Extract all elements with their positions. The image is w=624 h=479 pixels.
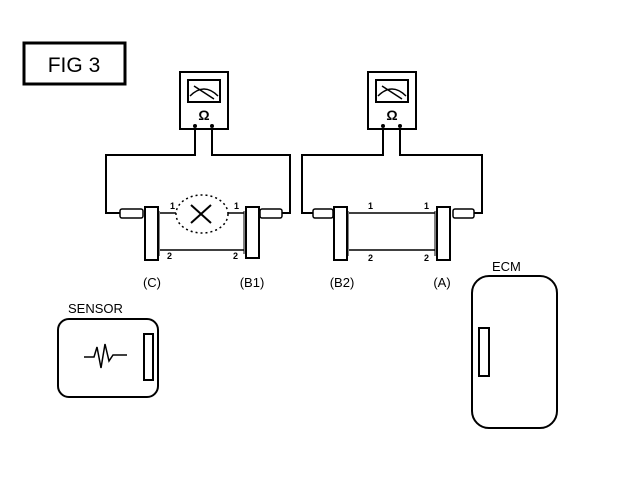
connector-c-label: (C) bbox=[143, 275, 161, 290]
sensor-unit: SENSOR bbox=[57, 301, 159, 398]
meter-terminal bbox=[398, 124, 402, 128]
meter-terminal bbox=[210, 124, 214, 128]
sensor-label: SENSOR bbox=[68, 301, 123, 316]
open-circuit-mark bbox=[175, 194, 229, 234]
connector-labels: (C) (B1) (B2) (A) bbox=[143, 275, 451, 290]
ecm-connector bbox=[478, 327, 490, 377]
ecm-label: ECM bbox=[492, 259, 521, 274]
pin-numbers: 1 1 2 2 1 1 2 2 bbox=[167, 201, 429, 263]
meter-terminal bbox=[193, 124, 197, 128]
connector-a-label: (A) bbox=[433, 275, 450, 290]
meter-needle bbox=[193, 85, 215, 100]
pin-number: 1 bbox=[170, 201, 175, 211]
pin-number: 2 bbox=[424, 253, 429, 263]
pin-number: 1 bbox=[424, 201, 429, 211]
pin-number: 1 bbox=[368, 201, 373, 211]
pin-number: 1 bbox=[234, 201, 239, 211]
ecm-body bbox=[471, 275, 558, 429]
meter-scale-arc bbox=[377, 88, 407, 97]
break-cross bbox=[190, 204, 212, 224]
ohm-symbol: Ω bbox=[198, 107, 209, 123]
connector-b1-label: (B1) bbox=[240, 275, 265, 290]
connector-b2 bbox=[333, 206, 349, 261]
meter-display bbox=[187, 79, 221, 103]
ecm-unit: ECM bbox=[471, 259, 558, 429]
figure-title-box: FIG 3 bbox=[22, 41, 127, 86]
meter-needle bbox=[381, 85, 403, 100]
probe-tip bbox=[259, 208, 283, 219]
probe-tip bbox=[119, 208, 144, 219]
connector-b1 bbox=[243, 206, 260, 259]
connector-c bbox=[144, 206, 160, 261]
pin-number: 2 bbox=[167, 251, 172, 261]
pin-number: 2 bbox=[233, 251, 238, 261]
left-meter-leads bbox=[105, 128, 291, 214]
meter-display bbox=[375, 79, 409, 103]
probe-tip bbox=[452, 208, 475, 219]
ohmmeter-right: Ω bbox=[367, 71, 417, 130]
sensor-connector bbox=[143, 333, 154, 381]
meter-scale-arc bbox=[189, 88, 219, 97]
connector-a bbox=[434, 206, 451, 261]
ohmmeter-left: Ω bbox=[179, 71, 229, 130]
figure-title: FIG 3 bbox=[48, 54, 101, 77]
ohm-symbol: Ω bbox=[386, 107, 397, 123]
probe-tip bbox=[312, 208, 334, 219]
probe-tips bbox=[119, 208, 475, 219]
pin-number: 2 bbox=[368, 253, 373, 263]
right-meter-leads bbox=[301, 128, 483, 214]
signal-waveform-icon bbox=[84, 343, 127, 369]
meter-terminal bbox=[381, 124, 385, 128]
connector-b2-label: (B2) bbox=[330, 275, 355, 290]
